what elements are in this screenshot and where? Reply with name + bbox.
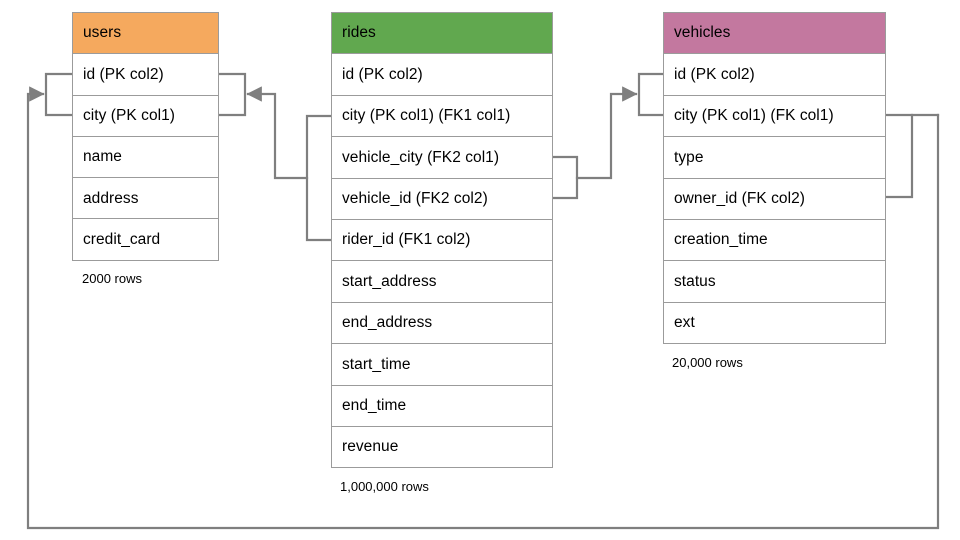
- column-label: address: [83, 189, 139, 207]
- entity-rides-column-start-time[interactable]: start_time: [332, 344, 552, 386]
- entity-users-header: users: [73, 13, 218, 55]
- column-label: end_time: [342, 396, 407, 414]
- vehicles-right-bracket: [884, 113, 914, 199]
- entity-vehicles-column-type[interactable]: type: [664, 137, 885, 179]
- entity-vehicles-column-city[interactable]: city (PK col1) (FK col1): [664, 95, 885, 138]
- entity-users[interactable]: users id (PK col2) city (PK col1) name a…: [72, 12, 219, 261]
- column-label: vehicle_city (FK2 col1): [342, 148, 500, 166]
- column-label: revenue: [342, 438, 399, 456]
- entity-users-column-city[interactable]: city (PK col1): [73, 95, 218, 137]
- column-label: type: [674, 148, 704, 166]
- column-label: rider_id (FK1 col2): [342, 231, 471, 249]
- entity-vehicles-column-ext[interactable]: ext: [664, 302, 885, 345]
- entity-users-column-credit-card[interactable]: credit_card: [73, 219, 218, 261]
- entity-vehicles-row-count: 20,000 rows: [672, 355, 743, 370]
- users-right-bracket: [217, 72, 247, 117]
- entity-rides[interactable]: rides id (PK col2) city (PK col1) (FK1 c…: [331, 12, 553, 469]
- entity-users-column-name[interactable]: name: [73, 136, 218, 179]
- column-label: ext: [674, 314, 695, 332]
- column-label: id (PK col2): [674, 65, 755, 83]
- entity-rides-column-revenue[interactable]: revenue: [332, 426, 552, 469]
- column-label: vehicle_id (FK2 col2): [342, 190, 488, 207]
- column-label: city (PK col1) (FK col1): [674, 107, 834, 125]
- entity-vehicles-column-owner-id[interactable]: owner_id (FK col2): [664, 178, 885, 220]
- entity-rides-column-rider-id[interactable]: rider_id (FK1 col2): [332, 219, 552, 262]
- entity-vehicles-column-status[interactable]: status: [664, 261, 885, 303]
- column-label: status: [674, 272, 716, 290]
- edge-rides-fk2-vehicles: [575, 86, 638, 180]
- entity-rides-column-end-time[interactable]: end_time: [332, 385, 552, 427]
- entity-vehicles-column-id[interactable]: id (PK col2): [664, 54, 885, 96]
- entity-users-column-address[interactable]: address: [73, 178, 218, 220]
- column-label: owner_id (FK col2): [674, 190, 805, 207]
- entity-rides-row-count: 1,000,000 rows: [340, 479, 429, 494]
- entity-users-title: users: [83, 24, 122, 42]
- entity-vehicles[interactable]: vehicles id (PK col2) city (PK col1) (FK…: [663, 12, 886, 345]
- entity-rides-column-vehicle-id[interactable]: vehicle_id (FK2 col2): [332, 178, 552, 220]
- column-label: start_time: [342, 355, 411, 373]
- entity-rides-column-city[interactable]: city (PK col1) (FK1 col1): [332, 95, 552, 138]
- rides-right-bracket: [551, 155, 579, 200]
- entity-rides-column-id[interactable]: id (PK col2): [332, 54, 552, 96]
- column-label: id (PK col2): [83, 65, 164, 83]
- column-label: start_address: [342, 272, 437, 290]
- column-label: credit_card: [83, 230, 161, 248]
- edge-rides-fk1-users: [246, 86, 309, 180]
- entity-rides-title: rides: [342, 24, 376, 42]
- column-label: creation_time: [674, 231, 768, 249]
- entity-vehicles-column-creation-time[interactable]: creation_time: [664, 219, 885, 262]
- entity-rides-column-vehicle-city[interactable]: vehicle_city (FK2 col1): [332, 137, 552, 179]
- entity-vehicles-header: vehicles: [664, 13, 885, 55]
- entity-rides-header: rides: [332, 13, 552, 55]
- users-left-bracket: [44, 72, 74, 117]
- column-label: name: [83, 148, 122, 166]
- entity-rides-column-end-address[interactable]: end_address: [332, 302, 552, 345]
- entity-vehicles-title: vehicles: [674, 24, 731, 42]
- rides-left-bracket: [305, 114, 333, 242]
- vehicles-left-bracket: [637, 72, 665, 117]
- column-label: id (PK col2): [342, 65, 423, 83]
- column-label: end_address: [342, 314, 433, 332]
- entity-rides-column-start-address[interactable]: start_address: [332, 261, 552, 303]
- entity-users-row-count: 2000 rows: [82, 271, 142, 286]
- column-label: city (PK col1): [83, 106, 175, 124]
- column-label: city (PK col1) (FK1 col1): [342, 107, 511, 125]
- entity-users-column-id[interactable]: id (PK col2): [73, 54, 218, 96]
